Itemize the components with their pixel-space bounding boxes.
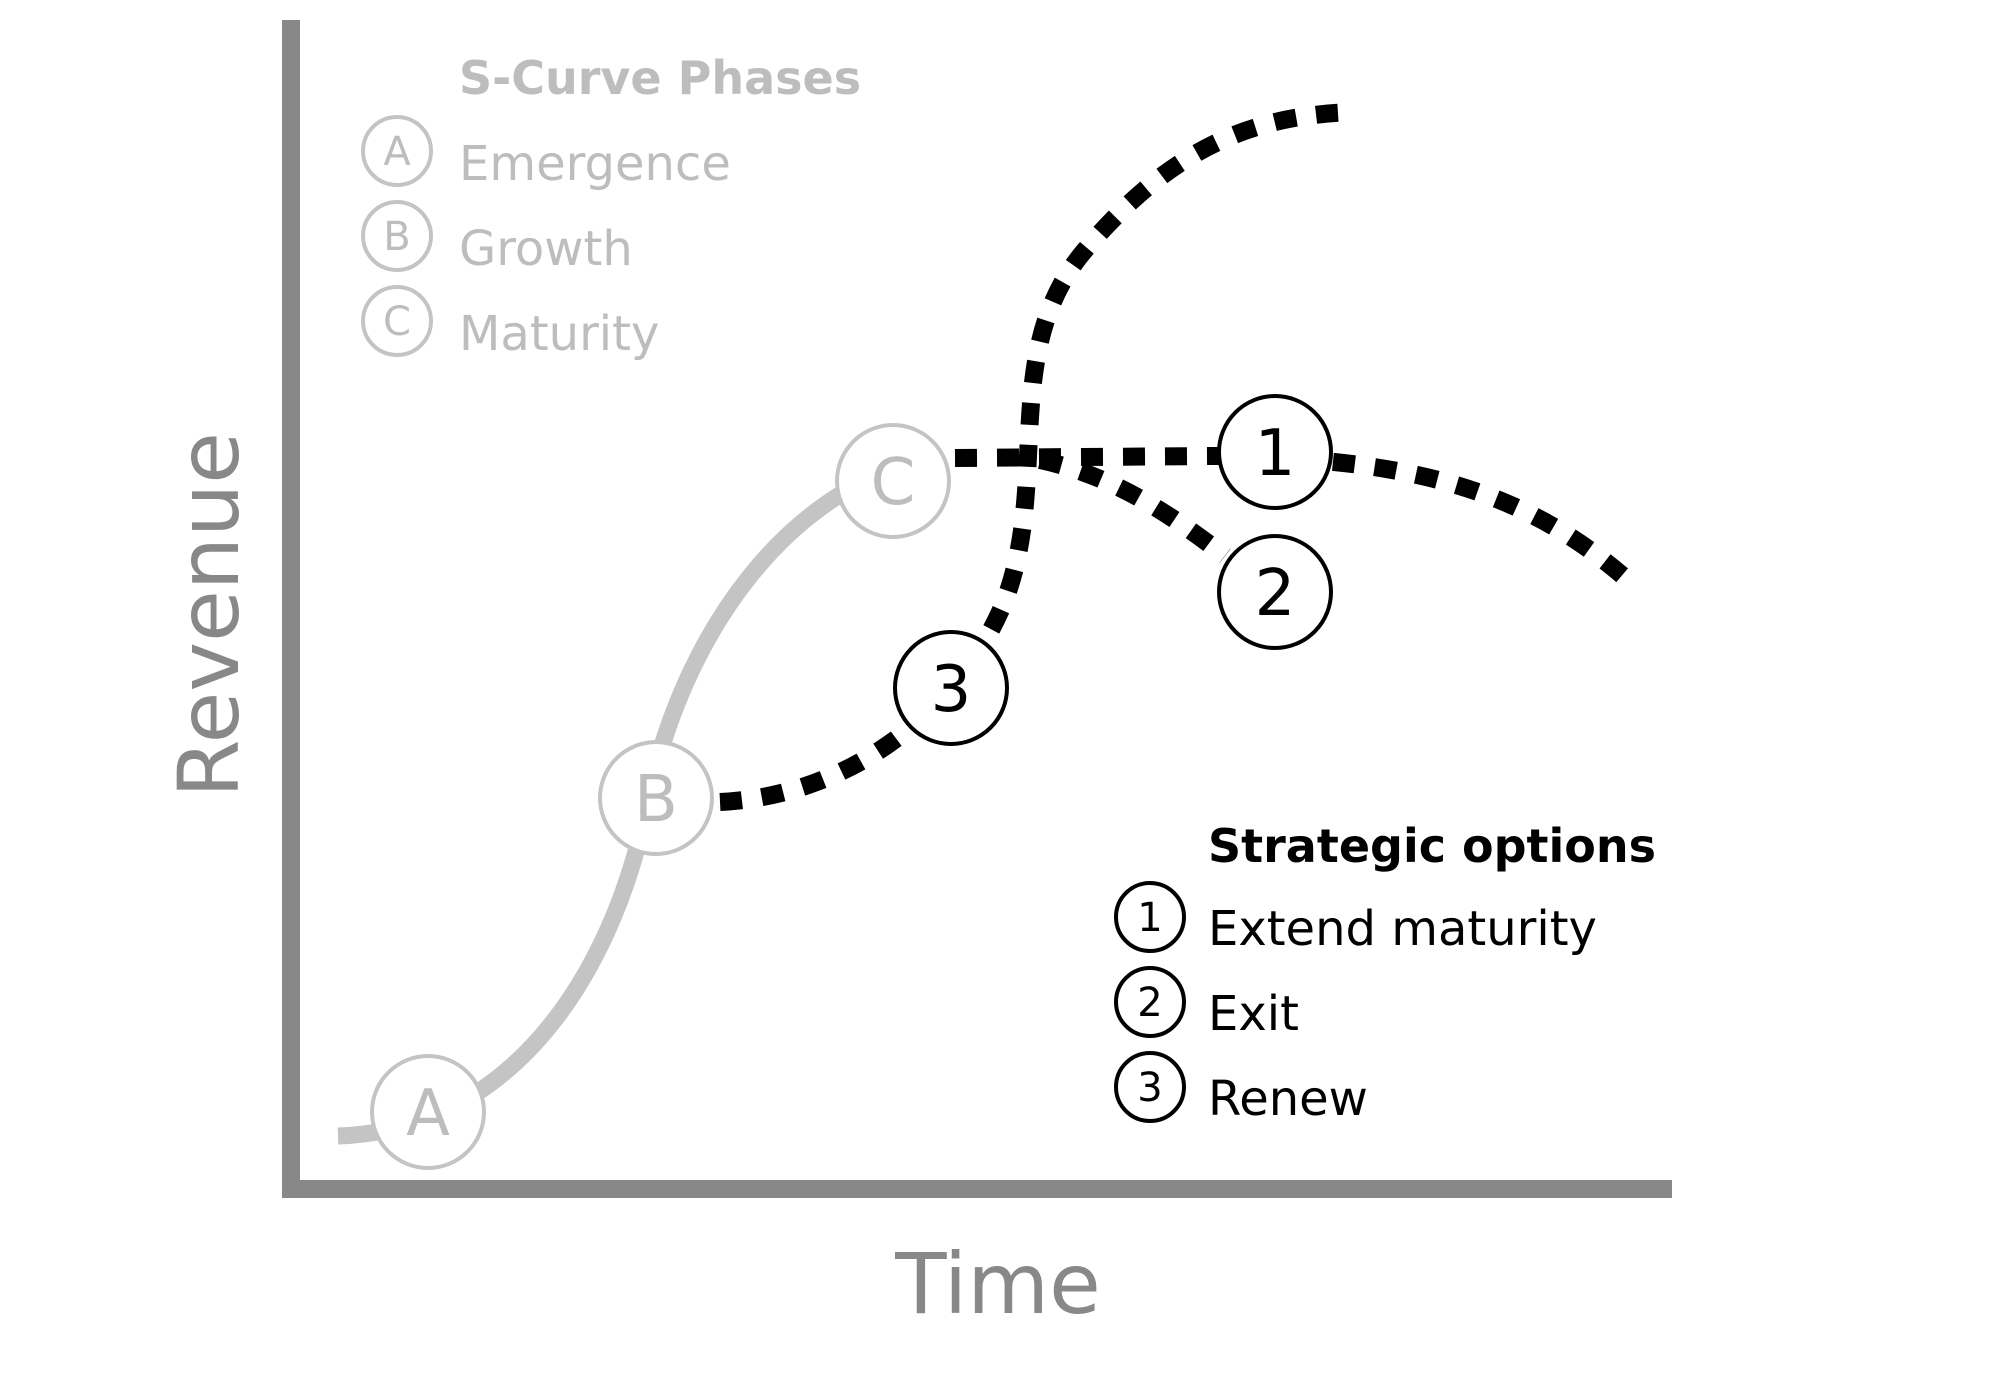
phases-legend-heading: S-Curve Phases — [459, 51, 861, 105]
legend-phase-c-letter: C — [383, 299, 411, 345]
option-marker-3-circle — [893, 630, 1009, 746]
legend-phase-a-letter: A — [383, 129, 411, 175]
legend-option-2-icon — [1114, 966, 1186, 1038]
options-legend: Strategic options 1 Extend maturity 2 Ex… — [1114, 819, 1656, 1127]
legend-option-1-label: Extend maturity — [1208, 901, 1597, 957]
legend-phase-b-letter: B — [383, 214, 410, 260]
option-3-curve — [719, 103, 1356, 811]
phase-marker-a-letter: A — [406, 1077, 450, 1151]
phase-marker-a: A — [370, 1054, 486, 1170]
phase-marker-a-circle — [370, 1054, 486, 1170]
option-marker-2-number: 2 — [1255, 557, 1296, 631]
legend-option-3-label: Renew — [1208, 1071, 1368, 1127]
phase-marker-b-circle — [598, 740, 714, 856]
phase-marker-b: B — [598, 740, 714, 856]
legend-option-1-icon — [1114, 881, 1186, 953]
legend-phase-c-label: Maturity — [459, 306, 659, 362]
option-marker-1: 1 — [1217, 394, 1333, 510]
option-marker-3-number: 3 — [931, 653, 972, 727]
phase-marker-c-circle — [835, 423, 951, 539]
option-2-curve — [1038, 451, 1231, 564]
option-marker-1-circle — [1217, 394, 1333, 510]
axes — [282, 20, 1672, 1198]
legend-option-3-number: 3 — [1137, 1065, 1162, 1111]
phase-marker-c-letter: C — [871, 446, 916, 520]
legend-phase-c-icon — [361, 285, 433, 357]
phase-marker-c: C — [835, 423, 951, 539]
legend-option-2-number: 2 — [1137, 980, 1162, 1026]
legend-option-2-label: Exit — [1208, 986, 1299, 1042]
option-marker-2-circle — [1217, 534, 1333, 650]
legend-phase-a-icon — [361, 115, 433, 187]
y-axis-title: Revenue — [160, 432, 258, 798]
options-legend-heading: Strategic options — [1208, 819, 1656, 873]
option-marker-2: 2 — [1217, 534, 1333, 650]
legend-option-1-number: 1 — [1137, 895, 1162, 941]
option-marker-3: 3 — [893, 630, 1009, 746]
x-axis-title: Time — [894, 1235, 1101, 1333]
phase-marker-b-letter: B — [634, 763, 678, 837]
legend-option-3-icon — [1114, 1051, 1186, 1123]
phases-legend: S-Curve Phases A Emergence B Growth C Ma… — [361, 51, 861, 362]
option-marker-1-number: 1 — [1255, 417, 1296, 491]
legend-phase-b-icon — [361, 200, 433, 272]
legend-phase-b-label: Growth — [459, 221, 633, 277]
legend-phase-a-label: Emergence — [459, 136, 731, 192]
